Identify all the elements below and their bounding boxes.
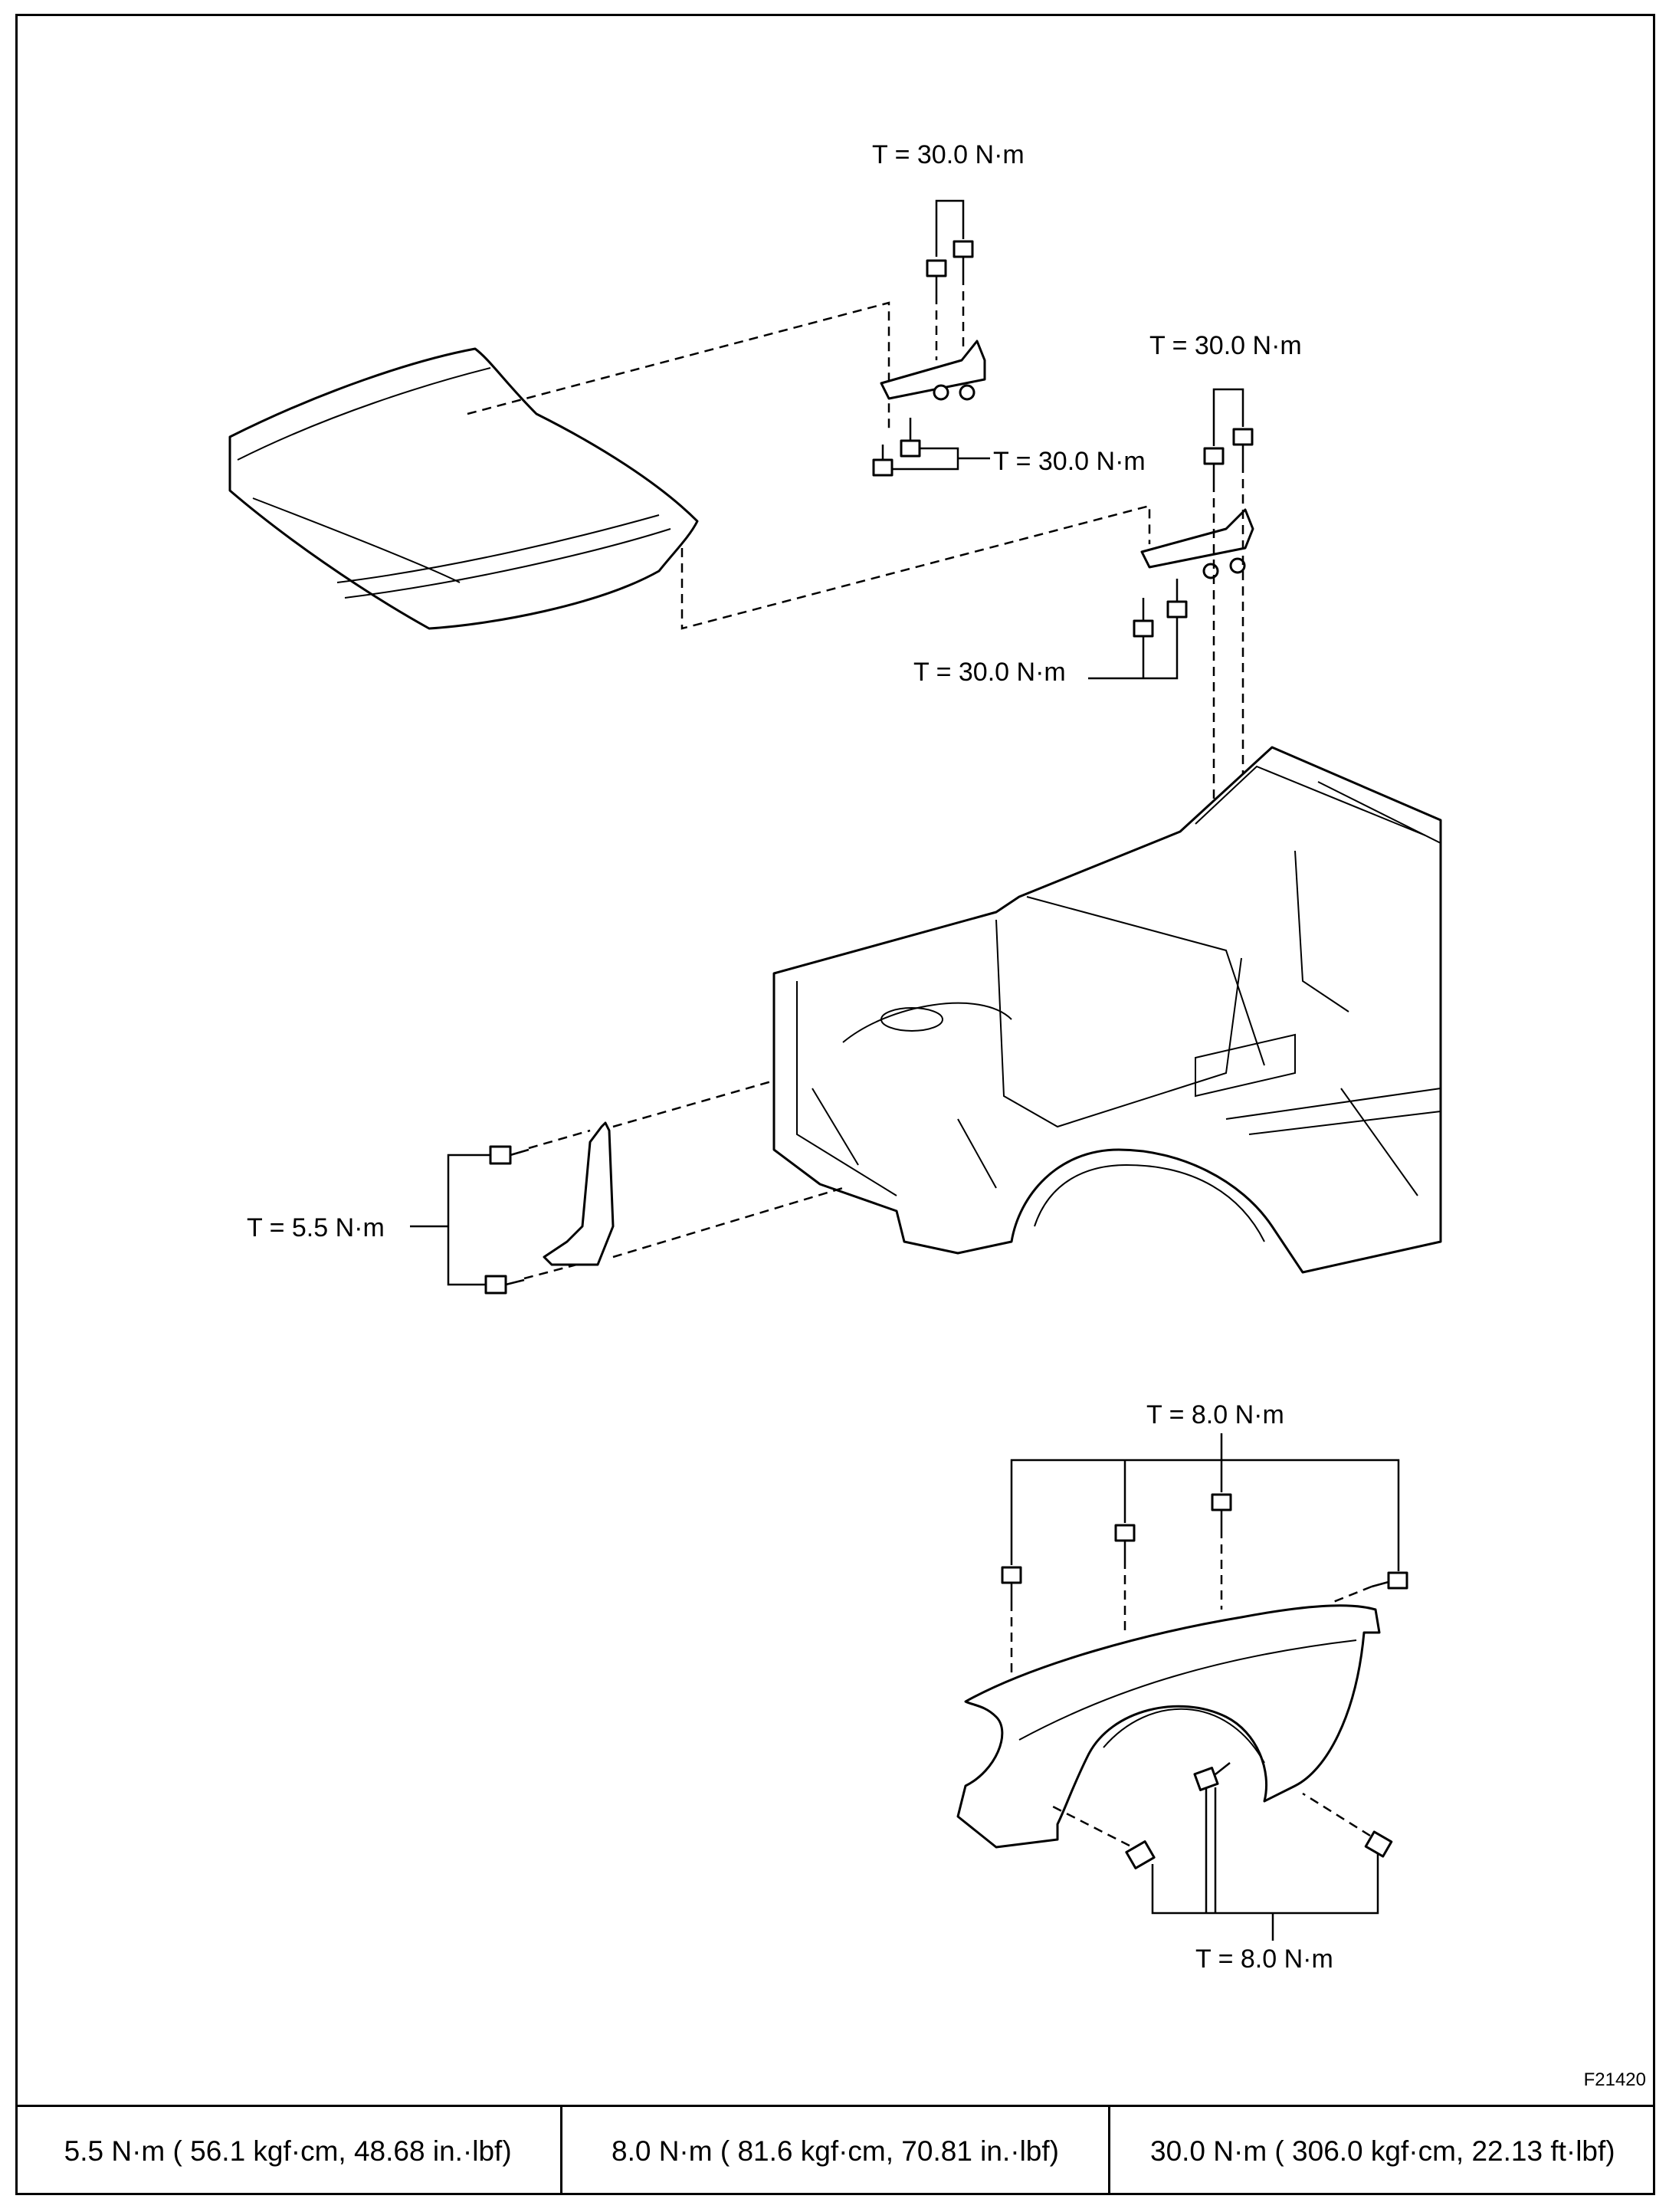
leader-fender-bottom bbox=[1151, 1787, 1379, 1941]
torque-label-hinge-right-bottom: T = 30.0 N·m bbox=[913, 658, 1066, 687]
torque-label-hinge-left-top: T = 30.0 N·m bbox=[872, 140, 1025, 169]
torque-label-bracket: T = 5.5 N·m bbox=[247, 1213, 385, 1242]
leader-hinge-right-top bbox=[1212, 388, 1244, 446]
hood-hinge-left-lower-bolts bbox=[872, 418, 921, 477]
fender-lower-bolts bbox=[1049, 1762, 1393, 1869]
hood-hinge-right-upper-bolts bbox=[1203, 428, 1254, 1069]
bracket-bolts bbox=[484, 1145, 530, 1295]
leader-bracket bbox=[410, 1154, 490, 1286]
front-fender bbox=[956, 1604, 1381, 1849]
hood-to-hinge-right-line bbox=[680, 504, 1151, 630]
figure-id: F21420 bbox=[1583, 2069, 1646, 2090]
hood-hinge-left-upper-bolts bbox=[926, 240, 974, 360]
leader-hinge-left-top bbox=[935, 199, 965, 257]
torque-spec-5-5: 5.5 N·m ( 56.1 kgf·cm, 48.68 in.·lbf) bbox=[15, 2107, 563, 2195]
torque-label-hinge-right-top: T = 30.0 N·m bbox=[1149, 331, 1302, 360]
torque-spec-table: 5.5 N·m ( 56.1 kgf·cm, 48.68 in.·lbf) 8.… bbox=[15, 2105, 1655, 2195]
leader-fender-top bbox=[1010, 1433, 1400, 1571]
bracket-to-body-lower-line bbox=[523, 1186, 844, 1280]
torque-spec-8-0: 8.0 N·m ( 81.6 kgf·cm, 70.81 in.·lbf) bbox=[562, 2107, 1110, 2195]
torque-label-fender-bottom: T = 8.0 N·m bbox=[1195, 1945, 1333, 1974]
hood-hinge-right-lower-bolts bbox=[1133, 579, 1188, 638]
vehicle-body-frame bbox=[772, 746, 1442, 1274]
torque-label-fender-top: T = 8.0 N·m bbox=[1146, 1400, 1284, 1429]
hood-to-hinge-left-line bbox=[467, 301, 890, 429]
torque-label-hinge-left-side: T = 30.0 N·m bbox=[993, 447, 1146, 476]
hood-panel bbox=[228, 347, 699, 630]
leader-hinge-right-bottom bbox=[1088, 617, 1179, 680]
fender-upper-bolts bbox=[1001, 1493, 1408, 1675]
hood-hinge-left bbox=[880, 340, 986, 401]
drawing-frame bbox=[15, 14, 1655, 2195]
hood-hinge-right bbox=[1140, 508, 1254, 579]
bracket-to-body-upper-line bbox=[528, 1079, 775, 1150]
torque-spec-30-0: 30.0 N·m ( 306.0 kgf·cm, 22.13 ft·lbf) bbox=[1150, 2135, 1615, 2167]
leader-hinge-left-side bbox=[892, 447, 990, 471]
hood-lock-bracket bbox=[543, 1121, 615, 1266]
